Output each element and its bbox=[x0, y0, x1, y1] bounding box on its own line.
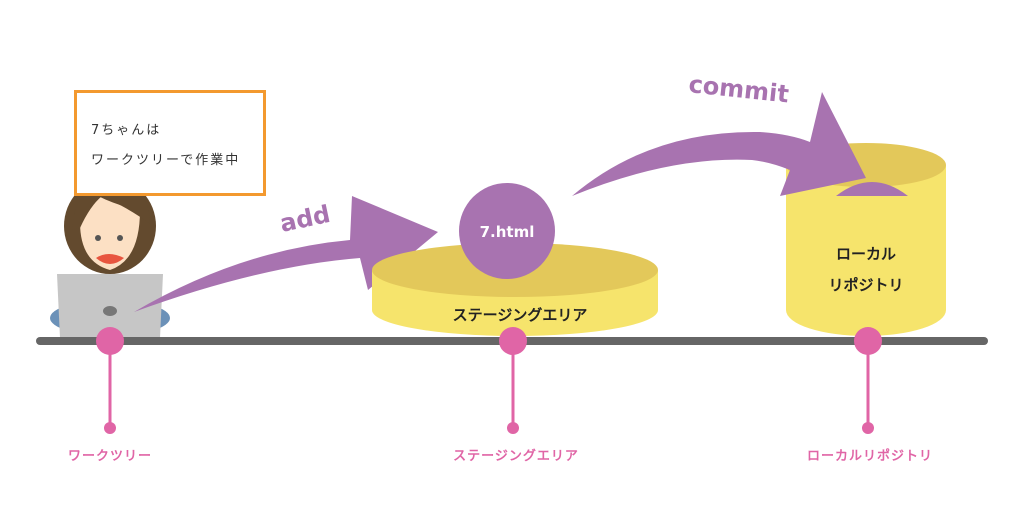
laptop-icon bbox=[57, 274, 163, 338]
staging-area-label: ステージングエリア bbox=[453, 449, 579, 464]
file-label: 7.html bbox=[480, 223, 535, 241]
file-7-html bbox=[459, 183, 555, 279]
commit-label: commit bbox=[687, 70, 790, 108]
repo-label-line1: ローカル bbox=[836, 245, 896, 263]
worktree-label: ワークツリー bbox=[67, 449, 153, 464]
add-arrow bbox=[134, 196, 438, 312]
staging-disk-label: ステージングエリア bbox=[453, 306, 588, 324]
speech-note: 7ちゃんは ワークツリーで作業中 bbox=[74, 90, 266, 196]
commit-arrow bbox=[572, 92, 866, 196]
local-repo-label: ローカルリポジトリ bbox=[806, 449, 934, 464]
timeline bbox=[36, 327, 988, 434]
note-line-1: 7ちゃんは bbox=[91, 123, 162, 138]
repo-label-line2: リポジトリ bbox=[828, 276, 903, 294]
add-label: add bbox=[277, 200, 332, 238]
note-line-2: ワークツリーで作業中 bbox=[91, 153, 241, 168]
